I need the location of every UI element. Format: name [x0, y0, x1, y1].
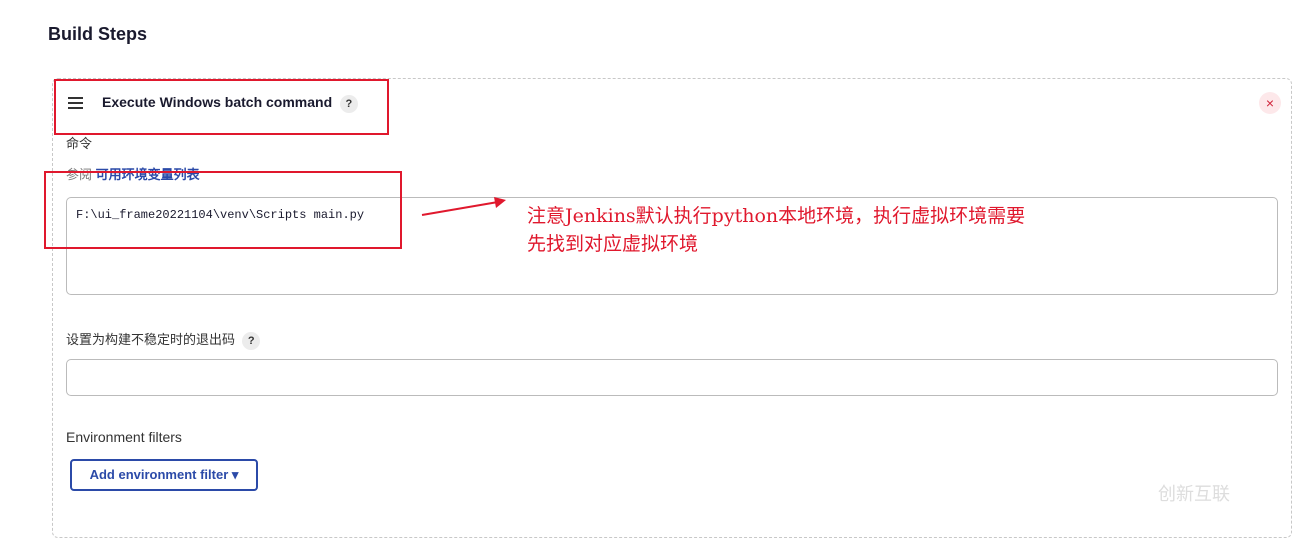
annotation: 注意Jenkins默认执行python本地环境，执行虚拟环境需要先找到对应虚拟环…: [527, 202, 1025, 258]
command-label: 命令: [66, 136, 93, 151]
arrow-icon: [421, 197, 506, 216]
annotation-line: 先找到对应虚拟环境: [527, 233, 699, 255]
command-textarea[interactable]: [66, 197, 1278, 295]
annotation-line: 注意Jenkins默认执行python本地环境，执行虚拟环境需要: [527, 205, 1026, 227]
step-title-text: Execute Windows batch command: [102, 94, 333, 110]
help-icon[interactable]: ?: [242, 332, 261, 350]
watermark: 创新互联: [1158, 484, 1230, 504]
section-title: Build Steps: [48, 24, 148, 44]
command-value: F:\ui_frame20221104\venv\Scripts main.py: [76, 208, 365, 222]
env-vars-link[interactable]: 可用环境变量列表: [95, 167, 200, 182]
exit-code-input[interactable]: [66, 359, 1278, 396]
add-env-filter-button[interactable]: Add environment filter ▾: [70, 459, 258, 491]
drag-handle-icon[interactable]: [68, 97, 83, 112]
unstable-label: 设置为构建不稳定时的退出码 ?: [66, 329, 261, 350]
step-title: Execute Windows batch command ?: [102, 94, 358, 113]
unstable-label-text: 设置为构建不稳定时的退出码: [66, 332, 236, 347]
env-filters-label: Environment filters: [66, 429, 182, 445]
close-icon[interactable]: ×: [1259, 92, 1281, 114]
highlight-box: [44, 171, 402, 249]
see-prefix: 参阅: [66, 167, 93, 182]
highlight-box: [54, 79, 389, 135]
help-icon[interactable]: ?: [339, 95, 358, 113]
